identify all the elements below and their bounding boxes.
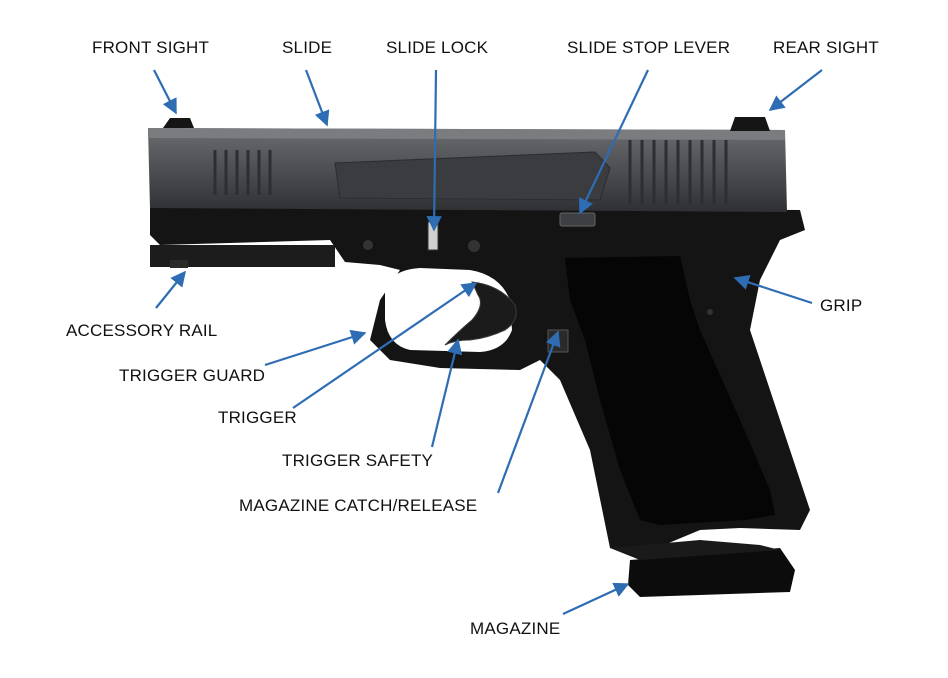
- arrow-slide-stop-lever: [578, 69, 649, 215]
- label-magazine-catch-release: MAGAZINE CATCH/RELEASE: [239, 496, 478, 515]
- front-sight-shape: [163, 118, 194, 128]
- label-trigger: TRIGGER: [218, 408, 297, 427]
- arrow-slide-lock: [426, 69, 442, 232]
- magazine-base: [628, 548, 795, 597]
- trigger-shape: [444, 281, 517, 346]
- arrow-trigger-guard: [264, 329, 367, 367]
- label-front-sight: FRONT SIGHT: [92, 38, 210, 57]
- label-trigger-guard: TRIGGER GUARD: [119, 366, 266, 385]
- arrow-trigger: [292, 282, 478, 409]
- arrow-grip: [733, 274, 813, 305]
- arrow-magazine-catch: [496, 330, 561, 494]
- label-grip: GRIP: [820, 296, 863, 315]
- arrow-magazine: [562, 582, 630, 615]
- label-slide-stop-lever: SLIDE STOP LEVER: [567, 38, 731, 57]
- arrow-slide: [304, 69, 330, 127]
- label-slide-lock: SLIDE LOCK: [386, 38, 489, 57]
- arrow-accessory-rail: [155, 270, 186, 309]
- arrow-rear-sight: [768, 69, 823, 111]
- arrow-trigger-safety: [430, 338, 463, 448]
- label-accessory-rail: ACCESSORY RAIL: [66, 321, 218, 340]
- label-trigger-safety: TRIGGER SAFETY: [282, 451, 434, 470]
- grip-texture-panel: [565, 256, 775, 525]
- label-slide: SLIDE: [282, 38, 333, 57]
- rear-sight-shape: [730, 117, 770, 131]
- label-magazine: MAGAZINE: [470, 619, 561, 638]
- label-rear-sight: REAR SIGHT: [773, 38, 879, 57]
- arrow-front-sight: [153, 69, 177, 115]
